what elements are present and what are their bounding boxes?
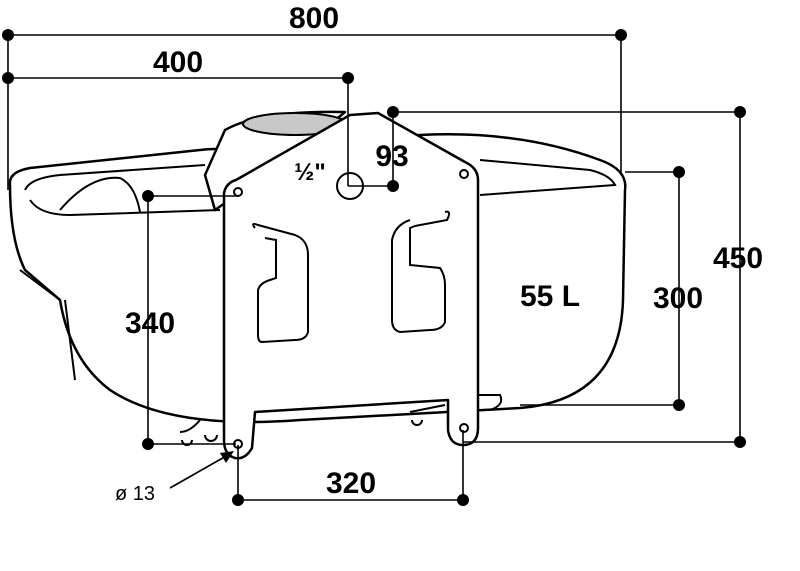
dimension-dots [2, 29, 746, 506]
label-total-height: 450 [713, 242, 763, 275]
dimension-lines [7, 34, 741, 501]
label-inlet-offset: 93 [375, 140, 408, 173]
label-hole-diameter: ø 13 [115, 483, 155, 505]
label-total-width: 800 [289, 2, 339, 35]
label-inlet-size: ½" [294, 159, 325, 186]
mounting-plate [222, 111, 480, 460]
label-half-width: 400 [153, 46, 203, 79]
label-bowl-height: 300 [653, 282, 703, 315]
label-mount-height: 340 [125, 307, 175, 340]
label-hole-spacing: 320 [326, 467, 376, 500]
label-volume: 55 L [520, 280, 580, 313]
